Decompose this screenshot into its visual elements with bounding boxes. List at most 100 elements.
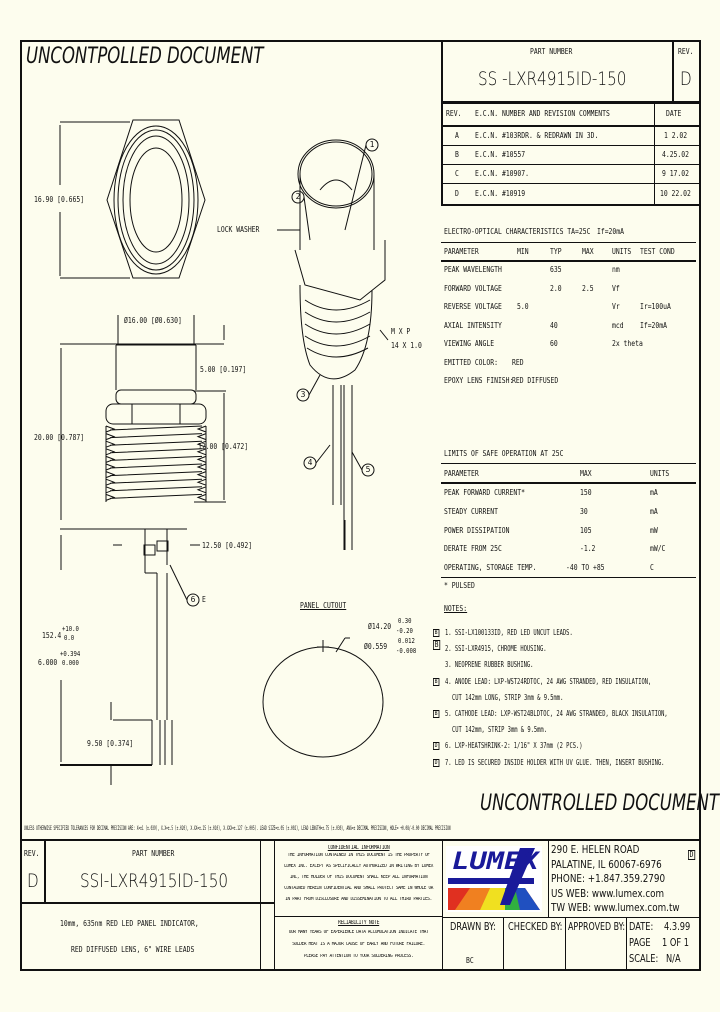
- tb-description-1: 10mm, 635nm RED LED PANEL INDICATOR,: [60, 919, 199, 928]
- divider: [441, 260, 696, 262]
- balloon-2: 2: [295, 192, 301, 201]
- drawn-by-label: DRAWN BY:: [450, 920, 496, 933]
- scale-label: SCALE:: [629, 952, 659, 965]
- reliability-line: PLEASE PAY ATTENTION TO YOUR SOLDERING P…: [303, 954, 414, 959]
- dim-lead-length-in: 6.000: [38, 658, 58, 667]
- dim-strip: 9.50 [0.374]: [87, 739, 134, 748]
- cutout-in-tol-plus: 0.012: [398, 637, 415, 645]
- confidential-line: CONTAINED HEREIN CONFIDENTIAL AND SHALL …: [284, 886, 434, 891]
- so-cell-max: 105: [580, 525, 592, 535]
- dim-top: 5.00 [0.197]: [200, 365, 247, 374]
- lock-washer-label: LOCK WASHER: [217, 225, 260, 234]
- notes-title: NOTES:: [444, 604, 468, 613]
- checked-by-label: CHECKED BY:: [508, 920, 563, 933]
- eo-cell-units: 2x theta: [612, 339, 643, 349]
- eo-cell-typ: 40: [550, 320, 558, 330]
- divider: [441, 577, 696, 578]
- revision-comment: E.C.N. #103RDR. & REDRAWN IN 3D.: [475, 131, 599, 140]
- eo-cell-units: nm: [612, 265, 620, 274]
- divider: [503, 917, 504, 971]
- revision-date: 9 17.02: [662, 169, 689, 178]
- so-cell-max: -1.2: [580, 544, 596, 554]
- eo-header-units: UNITS: [612, 247, 632, 256]
- eo-header-test-cond: TEST COND: [640, 247, 675, 256]
- reliability-line: OUR MANY YEARS OF EXPERIENCE DATA ACCUMU…: [288, 930, 429, 935]
- note-item: 5. CATHODE LEAD: LXP-WST24BLDTOC, 24 AWG…: [445, 709, 668, 718]
- divider: [441, 463, 696, 464]
- revision-rev: C: [455, 169, 459, 178]
- eo-cell-typ: 60: [550, 339, 558, 349]
- address-line: US WEB: www.lumex.com: [551, 886, 665, 900]
- eo-header-parameter: PARAMETER: [444, 247, 479, 256]
- confidential-title: CONFIDENTIAL INFORMATION: [327, 845, 390, 851]
- note-revision-flag: B: [433, 629, 440, 637]
- eo-condition: If=20mA: [597, 227, 624, 236]
- thread-label-2: 14 X 1.0: [391, 341, 422, 350]
- confidential-line: THE INFORMATION CONTAINED IN THIS DOCUME…: [287, 853, 430, 858]
- divider: [654, 103, 655, 205]
- eo-cell-min: 5.0: [517, 302, 529, 312]
- drawing-frame: [20, 40, 701, 971]
- revision-date: 1 2.02: [664, 131, 688, 140]
- revision-comment: E.C.N. #10557: [475, 150, 526, 159]
- note-item: CUT 142mm, STRIP 3mm & 9.5mm.: [452, 725, 547, 735]
- address-line: PALATINE, IL 60067-6976: [551, 857, 662, 871]
- revision-rev: B: [455, 150, 459, 159]
- divider: [260, 902, 275, 904]
- address-line: TW WEB: www.lumex.com.tw: [551, 901, 680, 914]
- date-value: 4.3.99: [664, 920, 691, 933]
- divider: [441, 482, 696, 484]
- cutout-tol-minus: -0.20: [396, 627, 413, 635]
- dim-lead-tol-plus: +10.0: [62, 625, 79, 633]
- so-header-max: MAX: [580, 469, 592, 478]
- divider: [442, 840, 443, 971]
- thread-lines: [105, 425, 207, 502]
- cutout-revision-flag: B: [433, 640, 441, 650]
- so-cell-parameter: DERATE FROM 25C: [444, 544, 502, 554]
- dim-thread: 12.00 [0.472]: [198, 442, 249, 451]
- panel-cutout-view: [262, 637, 384, 758]
- divider: [565, 917, 566, 971]
- eo-header-min: MIN: [517, 247, 529, 256]
- eo-cell-typ: 2.0: [550, 283, 562, 293]
- balloon-1: 1: [369, 140, 375, 149]
- dim-lead-in-tol-minus: 0.000: [62, 659, 79, 667]
- approved-by-label: APPROVED BY:: [568, 920, 626, 933]
- dim-lead-in-tol-plus: +0.394: [60, 650, 81, 658]
- divider: [44, 840, 46, 903]
- divider: [442, 917, 701, 918]
- so-cell-units: mA: [650, 506, 658, 516]
- watermark-top: UNCONTPOLLED DOCUMENT: [26, 44, 264, 69]
- note-revision-flag: D: [433, 758, 440, 767]
- divider: [441, 145, 701, 146]
- note-revision-flag: B: [433, 677, 440, 686]
- cutout-tol-plus: 0.30: [398, 617, 412, 625]
- so-cell-units: mA: [650, 488, 658, 497]
- divider: [274, 840, 275, 971]
- address-line: PHONE: +1.847.359.2790: [551, 872, 666, 885]
- reliability-title: RELIABILITY NOTE: [338, 920, 380, 926]
- confidential-line: LUMEX INC. EXCEPT AS SPECIFICALLY AUTHOR…: [284, 864, 434, 869]
- dim-diameter: Ø16.00 [Ø0.630]: [124, 316, 182, 325]
- divider: [20, 902, 260, 904]
- so-cell-max: 150: [580, 488, 592, 497]
- so-cell-parameter: STEADY CURRENT: [444, 506, 498, 516]
- so-header-parameter: PARAMETER: [444, 469, 479, 478]
- comment-col-header: E.C.N. NUMBER AND REVISION COMMENTS: [475, 109, 610, 118]
- note-revision-flag: D: [433, 742, 440, 751]
- revision-rev: D: [455, 189, 459, 198]
- emitted-color-label: EMITTED COLOR:: [444, 358, 498, 367]
- dim-lead-gap: 12.50 [0.492]: [202, 541, 253, 550]
- balloon-6-flag: E: [202, 595, 206, 604]
- revision-table: [441, 102, 701, 206]
- page-value: 1 OF 1: [662, 936, 689, 949]
- eo-cell-units: mcd: [612, 320, 624, 330]
- epoxy-label: EPOXY LENS FINISH:: [444, 376, 514, 385]
- confidential-line: IN PART FROM DISCLOSURE AND DISSEMINATIO…: [285, 897, 432, 902]
- note-item: 3. NEOPRENE RUBBER BUSHING.: [445, 660, 534, 670]
- revision-rev: A: [455, 131, 459, 140]
- tb-description-2: RED DIFFUSED LENS, 6" WIRE LEADS: [71, 945, 195, 954]
- eo-header-max: MAX: [582, 247, 594, 256]
- so-cell-parameter: POWER DISSIPATION: [444, 525, 510, 535]
